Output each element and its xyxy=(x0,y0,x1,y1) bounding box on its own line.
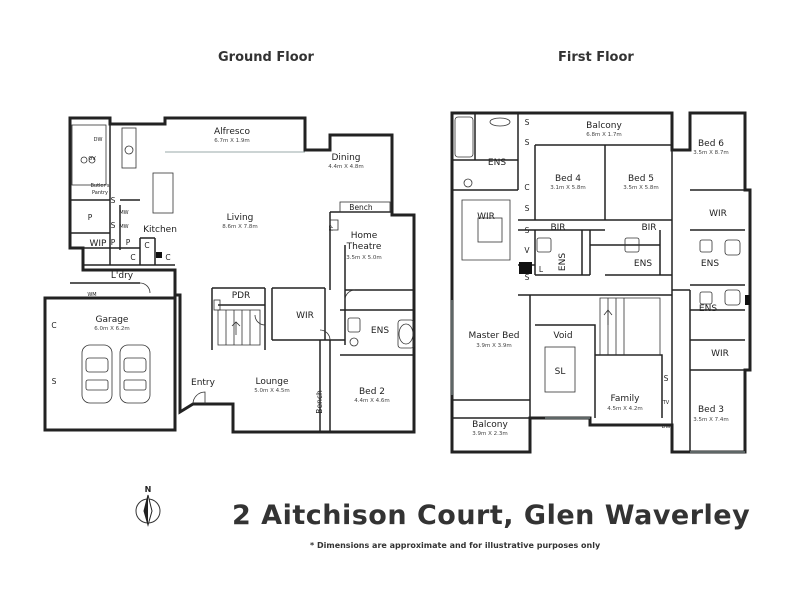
fixture-c-1: C xyxy=(144,241,149,250)
ff-fixture-s-2: S xyxy=(525,138,530,147)
first-ens-3-label: ENS xyxy=(634,259,652,269)
garage-dims: 6.0m X 6.2m xyxy=(94,326,129,332)
dining-dims: 4.4m X 4.8m xyxy=(328,164,363,170)
living-label: Living xyxy=(227,213,254,223)
bed-3-wir-label: WIR xyxy=(711,349,729,359)
property-address: 2 Aitchison Court, Glen Waverley xyxy=(232,500,751,531)
master-wir-label: WIR xyxy=(477,212,495,222)
fixture-s-1: S xyxy=(111,196,116,205)
disclaimer-note: * Dimensions are approximate and for ill… xyxy=(310,541,601,550)
fixture-fp: FP xyxy=(329,225,335,231)
north-label: N xyxy=(145,485,152,494)
bed-6-label: Bed 6 xyxy=(698,139,724,149)
fixture-dw: DW xyxy=(94,137,103,143)
bed-2-label: Bed 2 xyxy=(359,387,385,397)
sl-label: SL xyxy=(555,367,566,377)
pdr-label: PDR xyxy=(232,291,251,301)
fixture-c-garage: C xyxy=(51,321,56,330)
family-label: Family xyxy=(611,394,641,404)
bed-4-label: Bed 4 xyxy=(555,174,581,184)
home-theatre-label-2: Theatre xyxy=(346,242,382,252)
lounge-bench-label: Bench xyxy=(315,390,324,414)
lounge-label: Lounge xyxy=(255,377,288,387)
master-bed-label: Master Bed xyxy=(468,331,519,341)
lounge-dims: 5.0m X 4.5m xyxy=(254,388,289,394)
kitchen-label: Kitchen xyxy=(143,225,177,235)
ground-ens-label: ENS xyxy=(371,326,389,336)
bed-2-dims: 4.4m X 4.6m xyxy=(354,398,389,404)
bed-5-label: Bed 5 xyxy=(628,174,654,184)
ff-fixture-s-6: S xyxy=(664,374,669,383)
fixture-wm: WM xyxy=(87,292,96,298)
garage-label: Garage xyxy=(96,315,129,325)
first-ens-2-label: ENS xyxy=(558,253,568,271)
dining-label: Dining xyxy=(331,153,360,163)
bed-6-dims: 3.5m X 8.7m xyxy=(693,150,728,156)
family-dims: 4.5m X 4.2m xyxy=(607,406,642,412)
first-floor-plan xyxy=(450,111,752,454)
ff-fixture-dw: DW xyxy=(662,424,671,430)
ff-fixture-s-1: S xyxy=(525,118,530,127)
home-theatre-label-1: Home xyxy=(351,231,378,241)
fixture-c-3: C xyxy=(165,253,170,262)
ff-fixture-s-3: S xyxy=(525,204,530,213)
fixture-c-2: C xyxy=(130,253,135,262)
ff-fixture-c: C xyxy=(524,183,529,192)
bed-4-dims: 3.1m X 5.8m xyxy=(550,185,585,191)
ff-fixture-l: L xyxy=(539,265,544,274)
first-floor-title: First Floor xyxy=(558,50,634,65)
home-theatre-dims: 3.5m X 5.0m xyxy=(346,255,381,261)
fixture-s-garage: S xyxy=(52,377,57,386)
fixture-p-1: P xyxy=(88,213,93,222)
ff-fixture-tv: TV xyxy=(662,400,670,406)
ground-floor-title: Ground Floor xyxy=(218,50,314,65)
void-label: Void xyxy=(553,331,572,341)
first-ens-5-label: ENS xyxy=(699,304,717,314)
north-arrow-icon: N xyxy=(135,485,161,527)
fixture-s-2: S xyxy=(111,221,116,230)
entry-label: Entry xyxy=(191,378,216,388)
alfresco-label: Alfresco xyxy=(214,127,251,137)
balcony-2-dims: 3.9m X 2.3m xyxy=(472,431,507,437)
bench-label: Bench xyxy=(349,203,373,212)
fixture-p-3: P xyxy=(126,238,131,247)
fixture-ov: OV xyxy=(88,156,96,162)
living-dims: 8.6m X 7.8m xyxy=(222,224,257,230)
balcony-2-label: Balcony xyxy=(472,420,508,430)
first-ens-1-label: ENS xyxy=(488,158,506,168)
bed-5-dims: 3.5m X 5.8m xyxy=(623,185,658,191)
master-bed-dims: 3.9m X 3.9m xyxy=(476,343,511,349)
bed-6-wir-label: WIR xyxy=(709,209,727,219)
balcony-label: Balcony xyxy=(586,121,622,131)
laundry-label: L'dry xyxy=(111,271,134,281)
ground-floor-plan xyxy=(43,116,416,434)
bir-1-label: BIR xyxy=(550,223,565,233)
alfresco-dims: 6.7m X 1.9m xyxy=(214,138,249,144)
fixture-p-2: P xyxy=(111,238,116,247)
butlers-pantry-label-2: Pantry xyxy=(92,190,108,196)
ff-fixture-s-4: S xyxy=(525,226,530,235)
fixture-mw-1: MW xyxy=(119,210,128,216)
ff-fixture-s-5: S xyxy=(525,273,530,282)
fixture-mw-2: MW xyxy=(119,224,128,230)
ff-fixture-v: V xyxy=(524,246,530,255)
balcony-dims: 6.8m X 1.7m xyxy=(586,132,621,138)
butlers-pantry-label-1: Butler's xyxy=(90,183,109,189)
bir-2-label: BIR xyxy=(641,223,656,233)
bed-3-dims: 3.5m X 7.4m xyxy=(693,417,728,423)
bed-3-label: Bed 3 xyxy=(698,405,724,415)
first-ens-4-label: ENS xyxy=(701,259,719,269)
ground-wir-label: WIR xyxy=(296,311,314,321)
wip-label: WIP xyxy=(90,239,108,249)
